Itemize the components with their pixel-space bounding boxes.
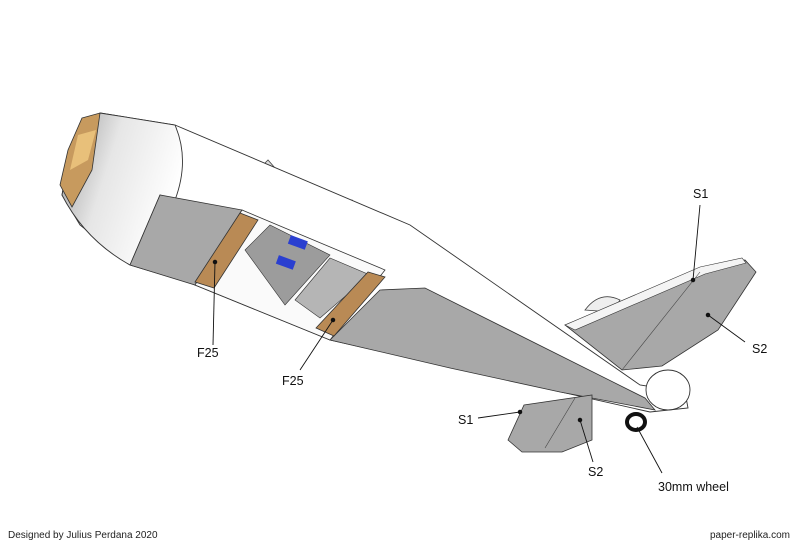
wing-stub: [507, 394, 593, 453]
label-f25-rear: F25: [282, 374, 304, 388]
side-panel-rear: [329, 287, 657, 411]
label-s2-tail: S2: [752, 342, 768, 356]
website-label: paper-replika.com: [709, 530, 790, 541]
wing-hinge-line: [544, 397, 576, 449]
stabilizer-hinge-line: [621, 271, 701, 371]
designer-credit: Designed by Julius Perdana 2020: [8, 530, 158, 541]
blue-tab: [287, 235, 308, 250]
wheel: [625, 412, 647, 432]
tail-cone: [645, 369, 691, 411]
stabilizer-top-edge: [564, 257, 747, 331]
blue-tab: [275, 255, 296, 270]
former-f25-front: [194, 212, 259, 289]
label-f25-front: F25: [197, 346, 219, 360]
nose-cap-inner: [70, 130, 96, 170]
leader-lines: [212, 204, 746, 474]
label-s1-wing: S1: [458, 413, 474, 427]
label-s2-wing: S2: [588, 465, 604, 479]
label-wheel: 30mm wheel: [658, 480, 729, 494]
label-s1-tail: S1: [693, 187, 709, 201]
